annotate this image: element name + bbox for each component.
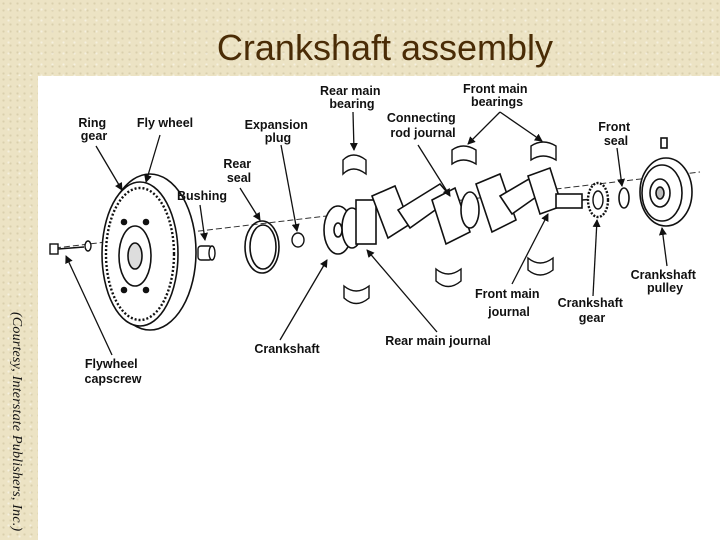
- label-ring-gear: Ring gear: [78, 116, 109, 143]
- crankshaft-pulley-part: [639, 137, 693, 227]
- bushing-part: [197, 245, 216, 261]
- label-expansion-plug: Expansion plug: [245, 118, 312, 145]
- label-crankshaft-gear: Crankshaft gear: [558, 296, 627, 325]
- side-band: [0, 76, 38, 540]
- label-connecting-rod-journal: Connecting rod journal: [387, 111, 459, 140]
- label-bushing: Bushing: [177, 189, 227, 203]
- courtesy-caption: (Courtesy, Interstate Publishers, Inc.): [9, 312, 24, 532]
- label-fly-wheel: Fly wheel: [137, 116, 193, 130]
- label-rear-main-journal: Rear main journal: [385, 334, 491, 348]
- label-front-main-bearings: Front main bearings: [463, 82, 531, 109]
- leader-arrows: [65, 111, 668, 356]
- label-front-seal: Front seal: [598, 120, 633, 148]
- label-rear-seal: Rear seal: [223, 157, 254, 185]
- bearings-part: [342, 141, 557, 305]
- rear-seal-part: [244, 220, 280, 274]
- label-rear-main-bearing: Rear main bearing: [320, 84, 384, 111]
- flywheel-capscrew-part: [49, 240, 92, 255]
- expansion-plug-part: [291, 232, 305, 248]
- label-flywheel-capscrew: Flywheel capscrew: [85, 357, 142, 386]
- callout-labels: Ring gear Fly wheel Expansion plug Rear …: [78, 82, 700, 386]
- label-front-main-journal: Front main journal: [475, 287, 543, 319]
- slide-title: Crankshaft assembly: [216, 27, 554, 68]
- flywheel-part: [101, 173, 197, 331]
- crankshaft-gear-part: [586, 181, 610, 219]
- label-crankshaft-pulley: Crankshaft pulley: [631, 268, 700, 295]
- crankshaft-part: [323, 166, 596, 255]
- title-band: [0, 0, 720, 76]
- label-crankshaft: Crankshaft: [254, 342, 320, 356]
- front-seal-part: [618, 187, 630, 209]
